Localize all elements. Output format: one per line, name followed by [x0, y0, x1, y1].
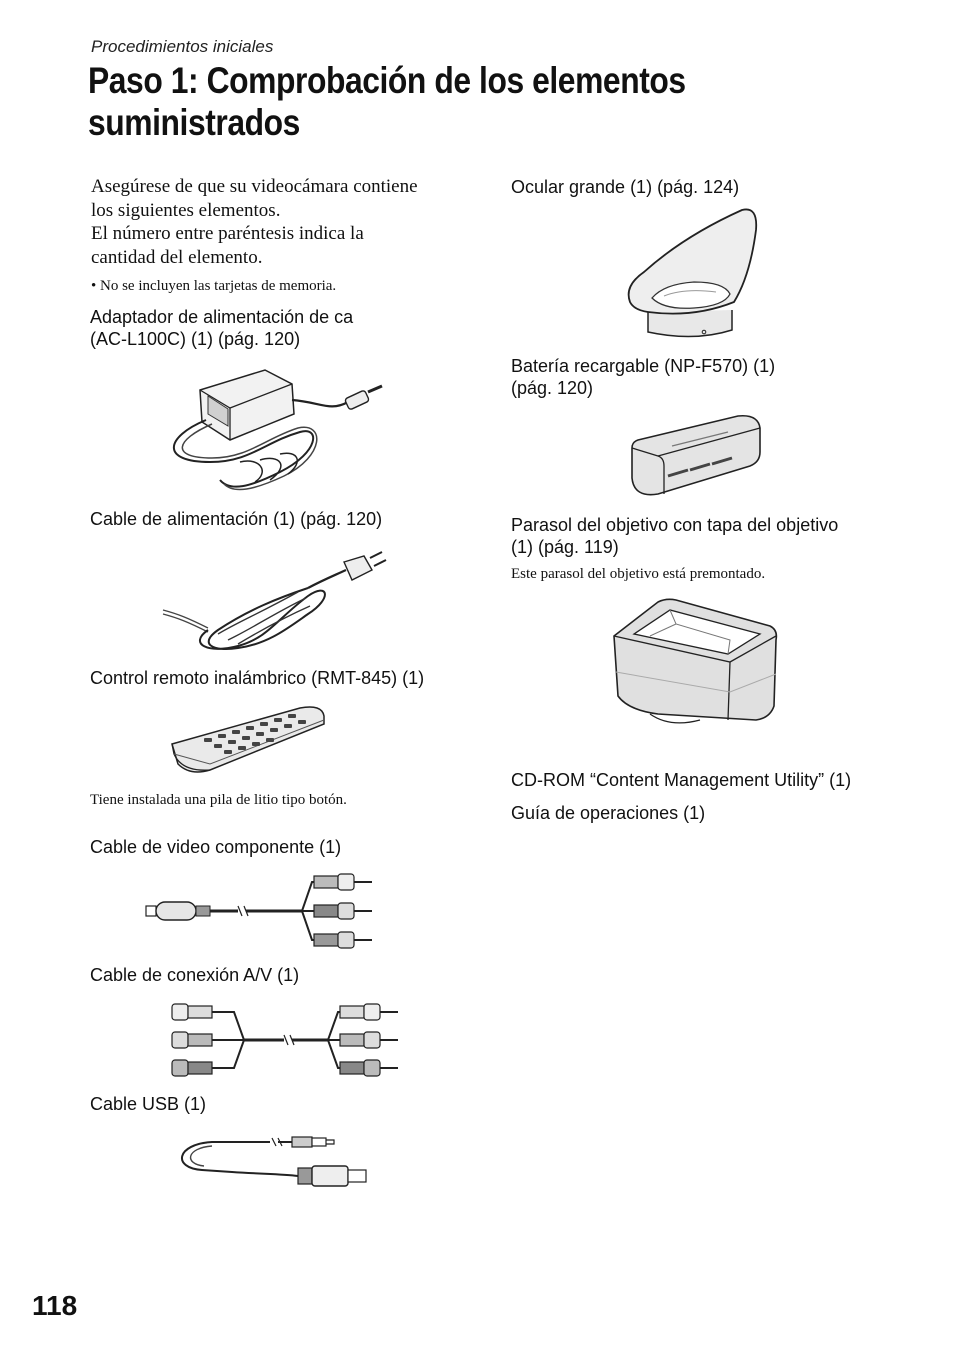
item-battery-line-1: Batería recargable (NP-F570) (1) — [511, 356, 776, 376]
item-usb-cable-label: Cable USB (1) — [90, 1094, 207, 1114]
power-cable-illustration — [162, 551, 387, 650]
page-title: Paso 1: Comprobación de los elementos su… — [88, 60, 742, 144]
intro-line-2: los siguientes elementos. — [91, 199, 281, 221]
battery-illustration — [631, 414, 761, 496]
item-component-cable-label: Cable de video componente (1) — [90, 837, 342, 857]
intro-paragraph: Asegúrese de que su videocámara contiene… — [91, 175, 471, 269]
remote-note: Tiene instalada una pila de litio tipo b… — [90, 792, 347, 808]
remote-control-illustration — [171, 706, 325, 773]
item-av-cable-label: Cable de conexión A/V (1) — [90, 965, 300, 985]
ac-adapter-illustration — [173, 369, 383, 491]
item-battery-line-2: (pág. 120) — [511, 378, 594, 398]
av-cable-illustration — [171, 1003, 398, 1077]
item-remote-label: Control remoto inalámbrico (RMT-845) (1) — [90, 668, 425, 688]
bullet-dot: • — [91, 278, 97, 294]
item-lens-hood-label: Parasol del objetivo con tapa del objeti… — [511, 514, 838, 558]
intro-line-4: cantidad del elemento. — [91, 246, 263, 268]
usb-cable-illustration — [181, 1136, 367, 1187]
item-eyecup-label: Ocular grande (1) (pág. 124) — [511, 177, 740, 197]
intro-bullet: • No se incluyen las tarjetas de memoria… — [91, 276, 336, 296]
intro-line-1: Asegúrese de que su videocámara contiene — [91, 176, 418, 197]
eyecup-illustration — [627, 208, 758, 338]
item-lens-hood-line-1: Parasol del objetivo con tapa del objeti… — [511, 515, 839, 535]
component-cable-illustration — [145, 873, 372, 949]
lens-hood-illustration — [613, 598, 778, 724]
intro-bullet-text: No se incluyen las tarjetas de memoria. — [100, 278, 337, 294]
item-lens-hood-line-2: (1) (pág. 119) — [511, 537, 619, 557]
item-ac-adapter-line-1: Adaptador de alimentación de ca — [90, 307, 354, 327]
item-power-cable-label: Cable de alimentación (1) (pág. 120) — [90, 509, 383, 529]
item-guide-label: Guía de operaciones (1) — [511, 803, 706, 823]
page-title-line-1: Paso 1: Comprobación de los elementos — [88, 60, 686, 101]
page-title-line-2: suministrados — [88, 102, 300, 143]
section-label: Procedimientos iniciales — [91, 37, 274, 56]
item-battery-label: Batería recargable (NP-F570) (1) (pág. 1… — [511, 355, 775, 399]
item-ac-adapter-label: Adaptador de alimentación de ca (AC-L100… — [90, 306, 353, 350]
lens-hood-note: Este parasol del objetivo está premontad… — [511, 566, 766, 582]
item-cdrom-label: CD-ROM “Content Management Utility” (1) — [511, 770, 852, 790]
page-number: 118 — [32, 1290, 78, 1321]
item-ac-adapter-line-2: (AC-L100C) (1) (pág. 120) — [90, 329, 301, 349]
intro-line-3: El número entre paréntesis indica la — [91, 223, 364, 244]
